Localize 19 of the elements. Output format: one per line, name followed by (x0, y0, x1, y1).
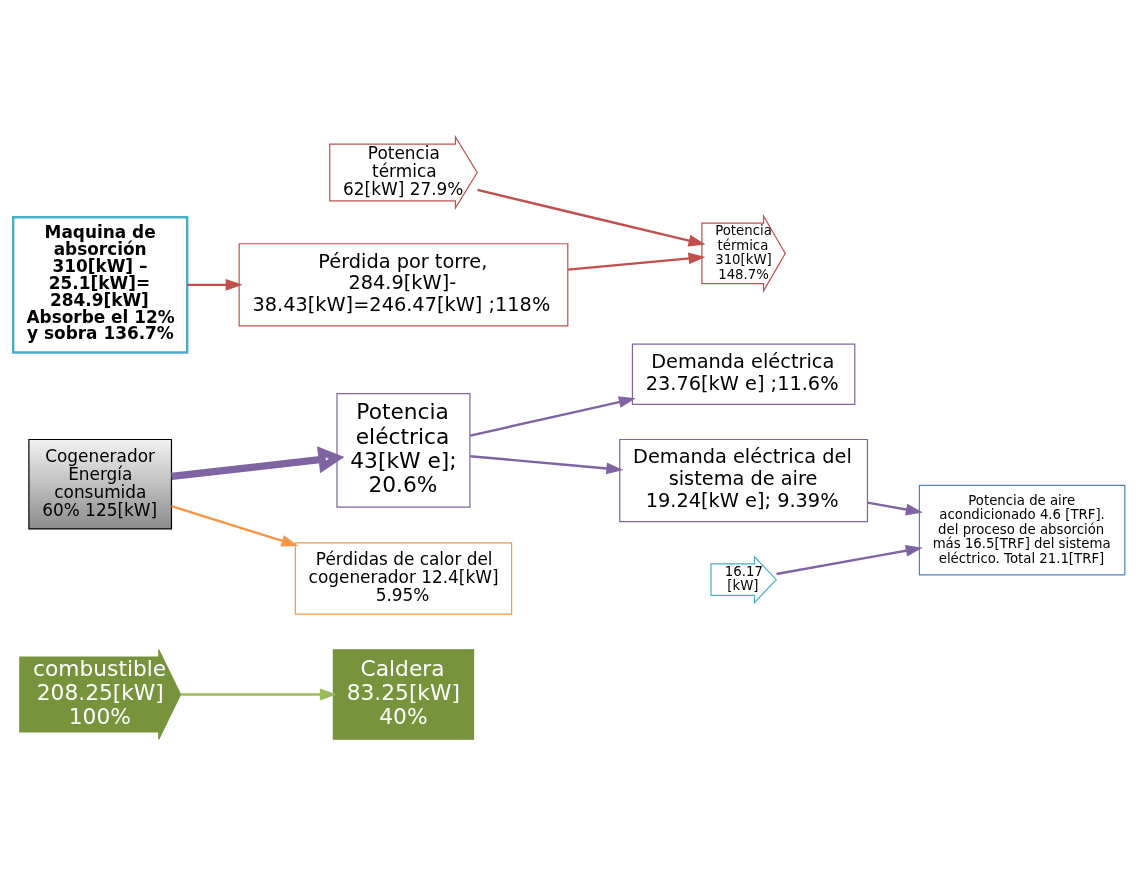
arrow (187, 278, 243, 291)
node-box: Pérdidas de calor del cogenerador 12.4[kW] 5.95% (294, 541, 513, 615)
node-box: Demanda eléctrica 23.76[kW e] ;11.6% (631, 342, 856, 405)
arrow (171, 445, 345, 480)
arrow (470, 454, 624, 474)
arrow (469, 395, 636, 437)
node-box: Potencia de aire acondicionado 4.6 [TRF]. del proceso de absorción más 16.5[TRF] del sistema eléctrico. Total 21.1[TRF] (918, 484, 1126, 575)
arrow (171, 504, 299, 546)
arrow (567, 252, 706, 271)
node-box: Demanda eléctrica del sistema de aire 19.24[kW e]; 9.39% (619, 438, 869, 522)
arrow (776, 544, 923, 575)
node-box: Cogenerador Energía consumida 60% 125[kW] (28, 438, 173, 530)
arrow (867, 500, 923, 515)
arrow (180, 688, 337, 700)
arrow (477, 188, 706, 246)
node-box: Pérdida por torre, 284.9[kW]- 38.43[kW]=246.47[kW] ;118% (238, 242, 569, 327)
node-box: Maquina de absorción 310[kW] – 25.1[kW]= 284.9[kW] Absorbe el 12% y sobra 136.7% (12, 215, 189, 354)
node-box: Potencia eléctrica 43[kW e]; 20.6% (336, 392, 471, 508)
node-box: Caldera 83.25[kW] 40% (332, 648, 475, 740)
